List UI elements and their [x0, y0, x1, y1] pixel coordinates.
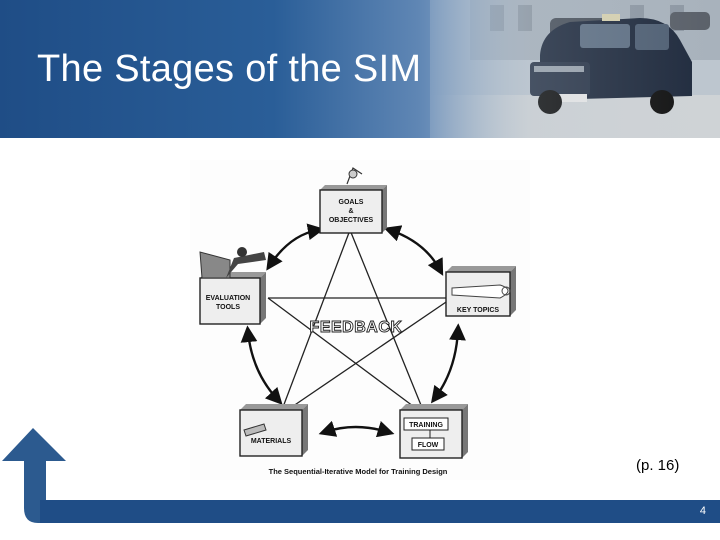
evaluation-label-1: EVALUATION [206, 295, 250, 302]
feedback-label: FEEDBACK [310, 319, 403, 336]
footer-bar: 4 [40, 500, 720, 523]
return-arrow-icon [2, 428, 95, 523]
pentagram [267, 229, 453, 416]
training-flow-label-1: TRAINING [409, 422, 443, 429]
goals-label-1: GOALS [339, 199, 364, 206]
sim-diagram: GOALS & OBJECTIVES KEY TOPICS TRAINING F… [190, 160, 530, 480]
key-topics-label: KEY TOPICS [457, 307, 499, 314]
page-reference: (p. 16) [636, 457, 680, 474]
cycle-arrows [240, 223, 466, 438]
node-evaluation-tools: EVALUATION TOOLS [199, 247, 266, 325]
evaluation-label-2: TOOLS [216, 304, 240, 311]
materials-label: MATERIALS [251, 438, 292, 445]
node-materials: MATERIALS [239, 404, 308, 457]
key-icon [451, 284, 509, 299]
goals-label-2: & [348, 208, 353, 215]
goals-label-3: OBJECTIVES [329, 217, 374, 224]
taxi-photo [430, 0, 720, 138]
training-flow-label-2: FLOW [418, 442, 439, 449]
diagram-caption: The Sequential-Iterative Model for Train… [269, 467, 448, 476]
node-goals-objectives: GOALS & OBJECTIVES [319, 167, 387, 234]
pencil-icon [243, 423, 267, 437]
slide-title: The Stages of the SIM [37, 48, 422, 90]
node-key-topics: KEY TOPICS [445, 266, 516, 317]
wrench-icon [226, 252, 266, 278]
header-banner: The Stages of the SIM [0, 0, 720, 138]
node-training-flow: TRAINING FLOW [399, 404, 468, 459]
page-number: 4 [699, 505, 706, 517]
